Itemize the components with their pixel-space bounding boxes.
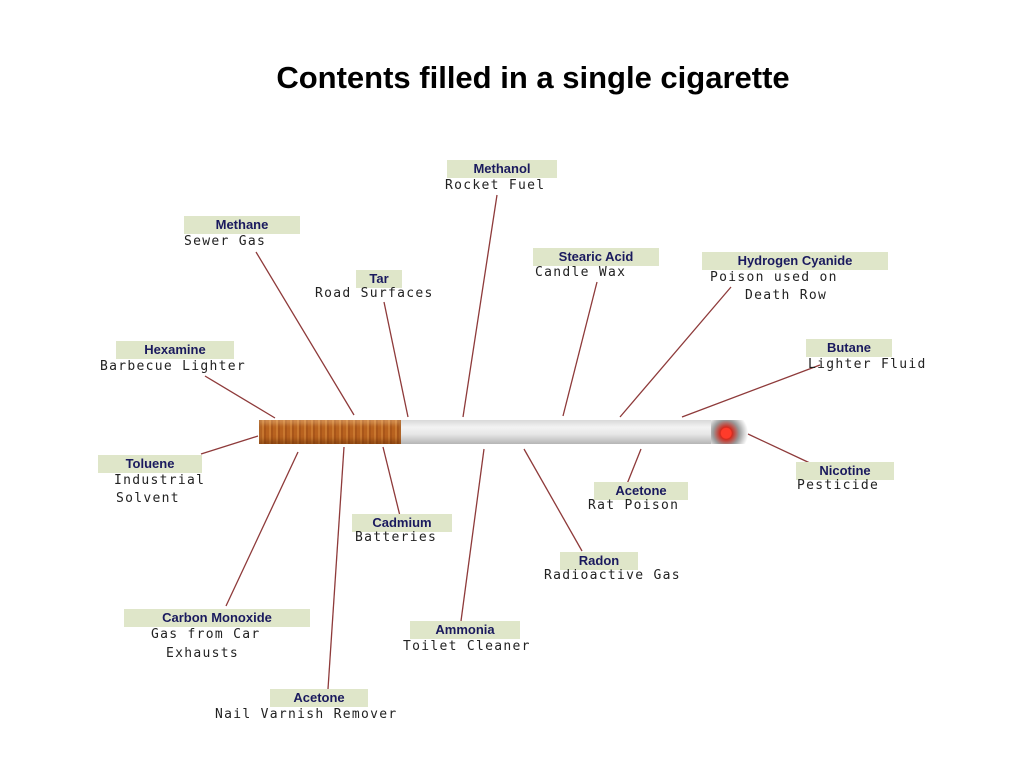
- label-butane: Butane: [806, 339, 892, 357]
- page-title: Contents filled in a single cigarette: [276, 60, 790, 95]
- connector-methanol: [462, 194, 498, 418]
- desc-butane: Lighter Fluid: [808, 357, 927, 372]
- cigarette-ember: [711, 420, 749, 444]
- connector-cadmium: [382, 446, 401, 517]
- connector-nicotine: [747, 433, 813, 465]
- cigarette-paper: [401, 420, 711, 444]
- label-hexamine: Hexamine: [116, 341, 234, 359]
- desc-hydrogen-cyanide-line2: Death Row: [745, 288, 828, 303]
- connector-ammonia: [460, 448, 485, 622]
- label-toluene: Toluene: [98, 455, 202, 473]
- desc-stearic-acid: Candle Wax: [535, 265, 627, 280]
- label-methane: Methane: [184, 216, 300, 234]
- connector-carbon-monoxide: [225, 451, 299, 607]
- desc-ammonia: Toilet Cleaner: [403, 639, 531, 654]
- label-carbon-monoxide: Carbon Monoxide: [124, 609, 310, 627]
- desc-hexamine: Barbecue Lighter: [100, 359, 247, 374]
- label-cadmium: Cadmium: [352, 514, 452, 532]
- label-radon: Radon: [560, 552, 638, 570]
- label-nicotine: Nicotine: [796, 462, 894, 480]
- label-methanol: Methanol: [447, 160, 557, 178]
- desc-nicotine: Pesticide: [797, 478, 880, 493]
- connector-hydrogen-cyanide: [619, 286, 732, 418]
- connector-stearic-acid: [562, 281, 598, 417]
- label-hydrogen-cyanide: Hydrogen Cyanide: [702, 252, 888, 270]
- connector-methane: [255, 251, 355, 416]
- connector-tar: [383, 301, 409, 418]
- connector-acetone-nail-varnish: [327, 446, 345, 690]
- desc-radon: Radioactive Gas: [544, 568, 681, 583]
- label-acetone-rat-poison: Acetone: [594, 482, 688, 500]
- label-stearic-acid: Stearic Acid: [533, 248, 659, 266]
- desc-tar: Road Surfaces: [315, 286, 434, 301]
- desc-toluene-line2: Solvent: [116, 491, 180, 506]
- connector-butane: [681, 364, 821, 418]
- desc-methane: Sewer Gas: [184, 234, 267, 249]
- connector-acetone-rat-poison: [626, 448, 642, 485]
- desc-carbon-monoxide-line2: Exhausts: [166, 646, 240, 661]
- label-tar: Tar: [356, 270, 402, 288]
- connector-hexamine: [204, 375, 276, 419]
- connector-toluene: [200, 435, 259, 455]
- desc-methanol: Rocket Fuel: [445, 178, 546, 193]
- desc-acetone-nail-varnish: Nail Varnish Remover: [215, 707, 398, 722]
- label-ammonia: Ammonia: [410, 621, 520, 639]
- desc-acetone-rat-poison: Rat Poison: [588, 498, 680, 513]
- cigarette-filter: [259, 420, 401, 444]
- label-acetone-nail-varnish: Acetone: [270, 689, 368, 707]
- connector-radon: [523, 448, 583, 552]
- desc-carbon-monoxide: Gas from Car: [151, 627, 261, 642]
- desc-hydrogen-cyanide: Poison used on: [710, 270, 838, 285]
- desc-cadmium: Batteries: [355, 530, 438, 545]
- desc-toluene: Industrial: [114, 473, 206, 488]
